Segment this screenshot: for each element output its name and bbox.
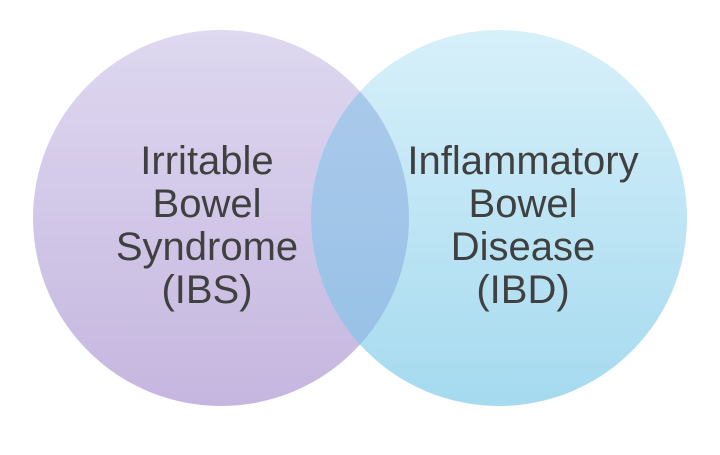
ibd-label-line-3: Disease	[450, 225, 596, 269]
ibs-label-line-2: Bowel	[152, 182, 262, 226]
ibd-circle	[311, 30, 687, 406]
ibs-circle	[33, 30, 409, 406]
ibs-label-line-4: (IBS)	[161, 268, 253, 312]
ibd-label-line-1: Inflammatory	[407, 139, 639, 183]
ibd-label-line-4: (IBD)	[476, 268, 570, 312]
ibs-label-line-1: Irritable	[140, 139, 274, 183]
ibs-label-line-3: Syndrome	[115, 225, 299, 269]
ibd-label-line-2: Bowel	[468, 182, 578, 226]
ibs-label: Irritable Bowel Syndrome (IBS)	[47, 140, 367, 312]
ibd-label: Inflammatory Bowel Disease (IBD)	[363, 140, 683, 312]
